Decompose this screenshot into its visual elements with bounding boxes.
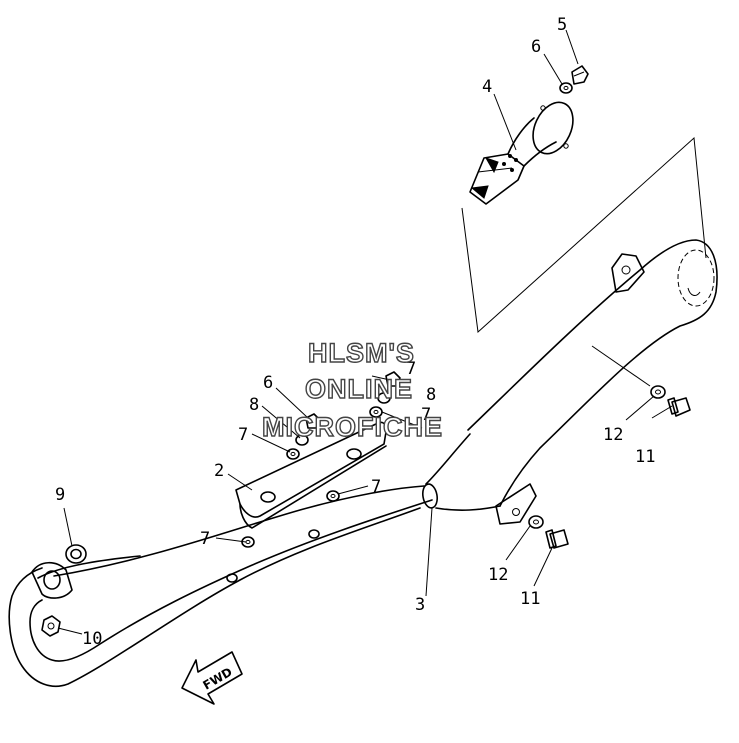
heat-protector[interactable] — [235, 421, 388, 529]
screw-6-left[interactable] — [305, 413, 321, 429]
callout-8-right: 8 — [426, 385, 436, 405]
spark-arrester[interactable] — [469, 96, 581, 205]
exhaust-pipe[interactable] — [8, 433, 501, 688]
gasket[interactable] — [65, 544, 87, 564]
callout-10: 10 — [82, 629, 102, 649]
washer-lower[interactable] — [528, 515, 544, 529]
collar-7-mid[interactable] — [326, 490, 340, 502]
washer-8-right[interactable] — [377, 392, 391, 404]
callout-9: 9 — [55, 485, 65, 505]
callout-7-mid: 7 — [371, 477, 381, 497]
screw-6-right[interactable] — [385, 371, 401, 387]
watermark: HLSM'S ONLINE MICROFICHE — [261, 337, 443, 442]
callout-11-upper: 11 — [635, 447, 655, 467]
forward-direction-arrow: FWD — [181, 651, 243, 705]
bolt-lower[interactable] — [545, 529, 569, 549]
collar-7-left[interactable] — [286, 448, 300, 460]
callout-5: 6 — [531, 37, 541, 57]
leader-lines — [57, 29, 673, 635]
callout-12-lower: 12 — [488, 565, 508, 585]
assembly-guide-lines — [461, 136, 707, 387]
callout-3: 4 — [482, 77, 492, 97]
pipe-fastener-points — [226, 529, 320, 583]
header-flange[interactable] — [31, 561, 73, 599]
watermark-line3: MICROFICHE — [262, 412, 443, 442]
callout-4: 5 — [557, 15, 567, 35]
screw-4[interactable] — [571, 65, 589, 85]
watermark-line1: HLSM'S — [308, 338, 415, 368]
callout-12-upper: 12 — [603, 425, 623, 445]
callout-7-lower: 7 — [200, 529, 210, 549]
washer-upper[interactable] — [650, 385, 666, 399]
callout-7-right: 7 — [421, 405, 431, 425]
callout-6-left: 6 — [263, 373, 273, 393]
callout-2: 3 — [415, 595, 425, 615]
watermark-line2: ONLINE — [305, 374, 413, 404]
flange-nut[interactable] — [41, 615, 61, 637]
bolt-upper[interactable] — [667, 397, 691, 417]
callout-labels: 5 6 4 6 8 7 2 7 8 7 7 7 9 10 3 12 11 12 … — [55, 15, 655, 649]
washer-5[interactable] — [559, 82, 573, 94]
callout-8-left: 8 — [249, 395, 259, 415]
callout-11-lower: 11 — [520, 589, 540, 609]
washer-8-left[interactable] — [295, 434, 309, 446]
callout-1: 2 — [214, 461, 224, 481]
callout-7-left: 7 — [238, 425, 248, 445]
muffler-body[interactable] — [467, 239, 718, 525]
callout-6-right: 7 — [406, 359, 416, 379]
